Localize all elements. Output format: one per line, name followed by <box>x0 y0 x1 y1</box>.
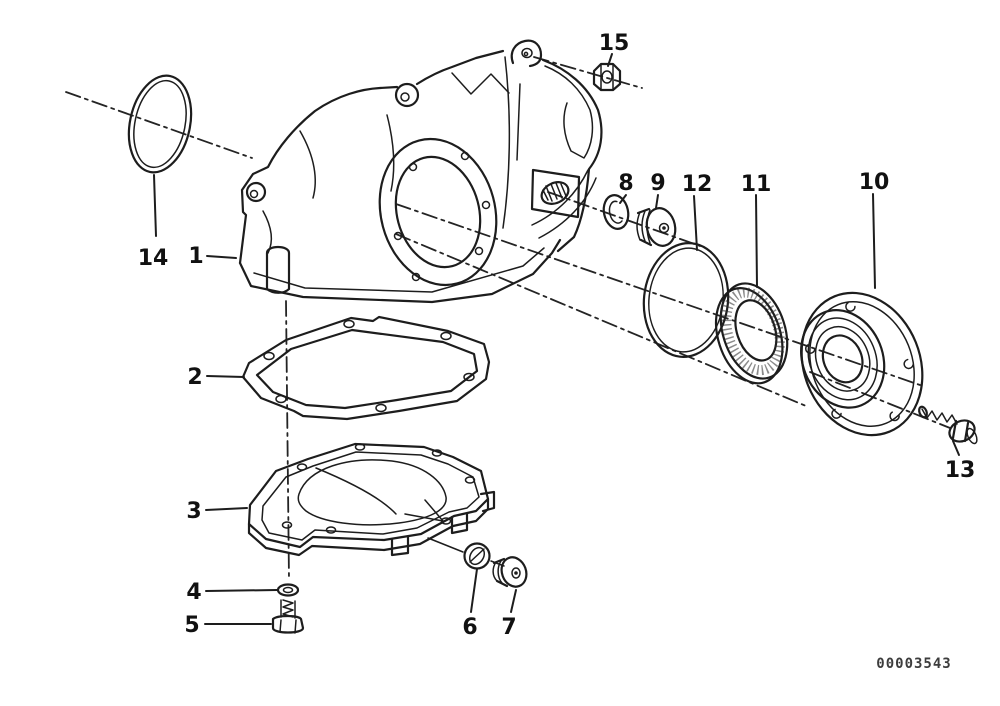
housing-stud <box>265 245 291 294</box>
part-9-screw-plug <box>636 207 677 247</box>
housing-top-boss <box>394 82 420 108</box>
part-label-7: 7 <box>501 615 516 640</box>
housing-opening <box>378 137 498 287</box>
part-11-seal-ring <box>714 282 789 385</box>
part-label-1: 1 <box>188 244 203 269</box>
part-7-drain-plug <box>492 556 528 588</box>
callout-numbers: 1 2 3 4 5 6 7 8 9 10 11 12 13 14 15 <box>138 31 976 640</box>
part-1-housing <box>238 39 603 304</box>
housing-top-lug <box>510 39 543 68</box>
part-6-washer <box>463 542 491 570</box>
part-8-seal-washer <box>602 194 630 230</box>
leader-lines <box>153 53 960 625</box>
part-label-10: 10 <box>859 170 890 195</box>
part-4-lock-washer <box>276 583 300 597</box>
part-label-4: 4 <box>186 580 201 605</box>
part-3-cover <box>247 442 505 567</box>
part-label-5: 5 <box>184 613 199 638</box>
part-5-hex-screw <box>271 599 305 634</box>
part-label-14: 14 <box>138 246 169 271</box>
part-label-6: 6 <box>462 615 477 640</box>
part-label-13: 13 <box>945 458 976 483</box>
part-label-9: 9 <box>650 171 665 196</box>
part-15-nut <box>592 62 622 92</box>
part-label-11: 11 <box>741 172 772 197</box>
part-label-8: 8 <box>618 171 633 196</box>
part-2-gasket <box>241 315 491 421</box>
part-label-12: 12 <box>682 172 713 197</box>
part-10-output-flange <box>800 291 924 437</box>
housing-plug-boss <box>530 168 581 219</box>
housing-ear-hole <box>245 181 267 203</box>
part-13-bolt <box>918 405 978 445</box>
part-label-15: 15 <box>599 31 630 56</box>
part-label-3: 3 <box>186 499 201 524</box>
diagram-code: 00003543 <box>876 656 951 672</box>
part-14-o-ring <box>127 74 193 174</box>
part-label-2: 2 <box>187 365 202 390</box>
